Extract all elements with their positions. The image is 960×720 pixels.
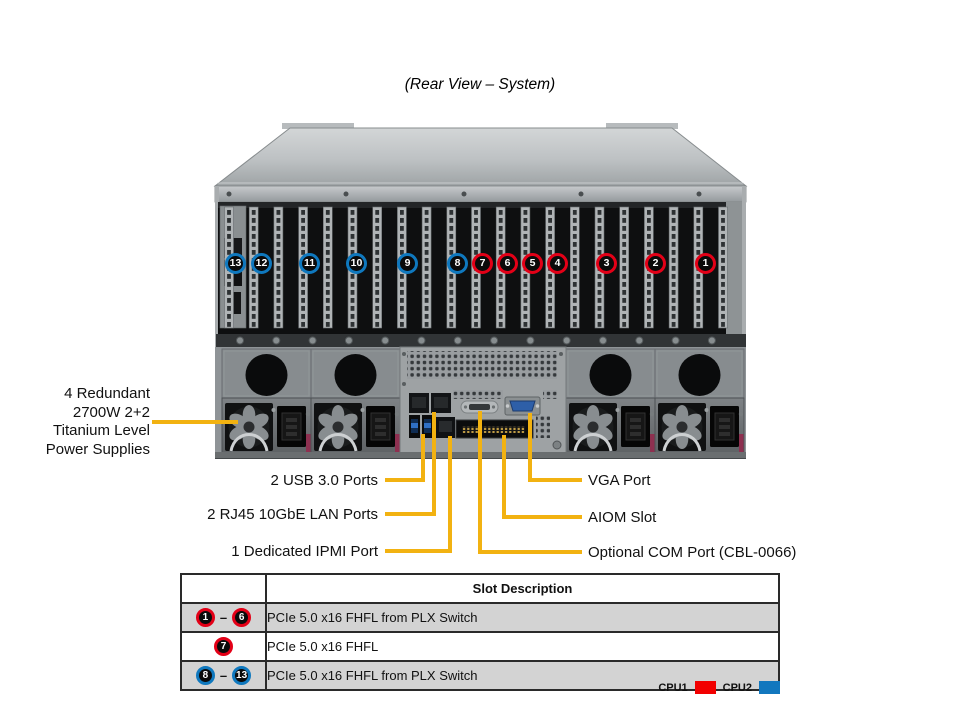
io-screw bbox=[552, 440, 562, 450]
com-callout-label: Optional COM Port (CBL-0066) bbox=[588, 544, 797, 561]
range-badge-from: 8 bbox=[195, 666, 215, 685]
slot-description-cell: PCIe 5.0 x16 FHFL bbox=[265, 631, 780, 662]
slot-badge-5: 5 bbox=[522, 253, 543, 274]
psu-module-3 bbox=[564, 396, 657, 457]
psu-module-4 bbox=[653, 396, 746, 457]
slot-badge-12: 12 bbox=[251, 253, 272, 274]
psu-bay-top-1 bbox=[221, 348, 312, 399]
table-header-slot-description: Slot Description bbox=[265, 573, 780, 604]
cpu-legend: CPU1 CPU2 bbox=[658, 681, 780, 694]
callout-line-usb bbox=[385, 434, 425, 482]
ipmi-port bbox=[436, 417, 455, 438]
table-row: 1 – 6 PCIe 5.0 x16 FHFL from PLX Switch bbox=[180, 602, 780, 633]
slot-badge-1: 1 bbox=[695, 253, 716, 274]
callout-line-ipmi bbox=[385, 436, 452, 553]
lan-callout-label: 2 RJ45 10GbE LAN Ports bbox=[207, 506, 378, 523]
aiom-callout-label: AIOM Slot bbox=[588, 509, 657, 526]
slot-range-7: 7 bbox=[182, 637, 265, 656]
slot-description-cell: PCIe 5.0 x16 FHFL from PLX Switch bbox=[265, 602, 780, 633]
callout-line-aiom bbox=[502, 435, 582, 519]
range-dash: – bbox=[219, 610, 228, 625]
callout-line-com bbox=[478, 411, 582, 554]
slot-badge-2: 2 bbox=[645, 253, 666, 274]
lan-ports bbox=[409, 393, 451, 413]
legend-cpu2-label: CPU2 bbox=[722, 681, 752, 694]
slot-badge-11: 11 bbox=[299, 253, 320, 274]
diagram-title: (Rear View – System) bbox=[404, 76, 556, 93]
slot-description-cell: PCIe 5.0 x16 FHFL from PLX Switch bbox=[265, 660, 780, 691]
psu-callout-label: 4 Redundant 2700W 2+2 Titanium Level Pow… bbox=[45, 385, 150, 458]
aiom-slot bbox=[455, 419, 534, 439]
table-header-row: Slot Description bbox=[180, 573, 780, 604]
legend-cpu1-label: CPU1 bbox=[658, 681, 688, 694]
slot-range-1-6: 1 – 6 bbox=[182, 608, 265, 627]
callout-line-vga bbox=[528, 413, 582, 482]
slot-badge-6: 6 bbox=[497, 253, 518, 274]
chassis-left-edge bbox=[215, 186, 219, 458]
slot-badge-9: 9 bbox=[397, 253, 418, 274]
callout-lines bbox=[152, 411, 582, 554]
chassis-lid bbox=[213, 123, 748, 187]
psu-bay-top-3 bbox=[565, 348, 656, 399]
vent-grid bbox=[407, 351, 557, 379]
ipmi-callout-label: 1 Dedicated IPMI Port bbox=[231, 543, 378, 560]
usb-ports bbox=[409, 415, 433, 438]
screw-strip bbox=[216, 334, 746, 347]
slot-badge-10: 10 bbox=[346, 253, 367, 274]
range-dash: – bbox=[219, 668, 228, 683]
table-row: 7 PCIe 5.0 x16 FHFL bbox=[180, 631, 780, 662]
chassis-right-edge bbox=[742, 186, 746, 458]
slot-range-8-13: 8 – 13 bbox=[182, 666, 265, 685]
usb-callout-label: 2 USB 3.0 Ports bbox=[270, 472, 378, 489]
slot-badge-8: 8 bbox=[447, 253, 468, 274]
slot-badge-3: 3 bbox=[596, 253, 617, 274]
table-header-empty bbox=[180, 573, 267, 604]
psu-bay-top-4 bbox=[654, 348, 745, 399]
io-panel bbox=[399, 346, 567, 459]
range-badge-to: 13 bbox=[232, 666, 252, 685]
slot-badge-13: 13 bbox=[225, 253, 246, 274]
psu-module-2 bbox=[309, 396, 402, 457]
legend-cpu2-swatch bbox=[759, 681, 780, 694]
slot-badge-7: 7 bbox=[472, 253, 493, 274]
vga-port bbox=[504, 396, 541, 416]
callout-line-lan bbox=[385, 412, 436, 516]
slot-badge-4: 4 bbox=[547, 253, 568, 274]
range-badge-to: 6 bbox=[232, 608, 252, 627]
vga-callout-label: VGA Port bbox=[588, 472, 651, 489]
table-row: 8 – 13 PCIe 5.0 x16 FHFL from PLX Switch bbox=[180, 660, 780, 691]
range-badge-from: 1 bbox=[195, 608, 215, 627]
psu-bay-top-2 bbox=[310, 348, 401, 399]
legend-cpu1-swatch bbox=[694, 681, 716, 694]
psu-module-1 bbox=[220, 396, 313, 457]
slot-description-table: Slot Description 1 – 6 PCIe 5.0 x16 FHFL… bbox=[180, 573, 780, 691]
range-badge-from: 7 bbox=[214, 637, 233, 656]
front-rail bbox=[214, 185, 747, 203]
